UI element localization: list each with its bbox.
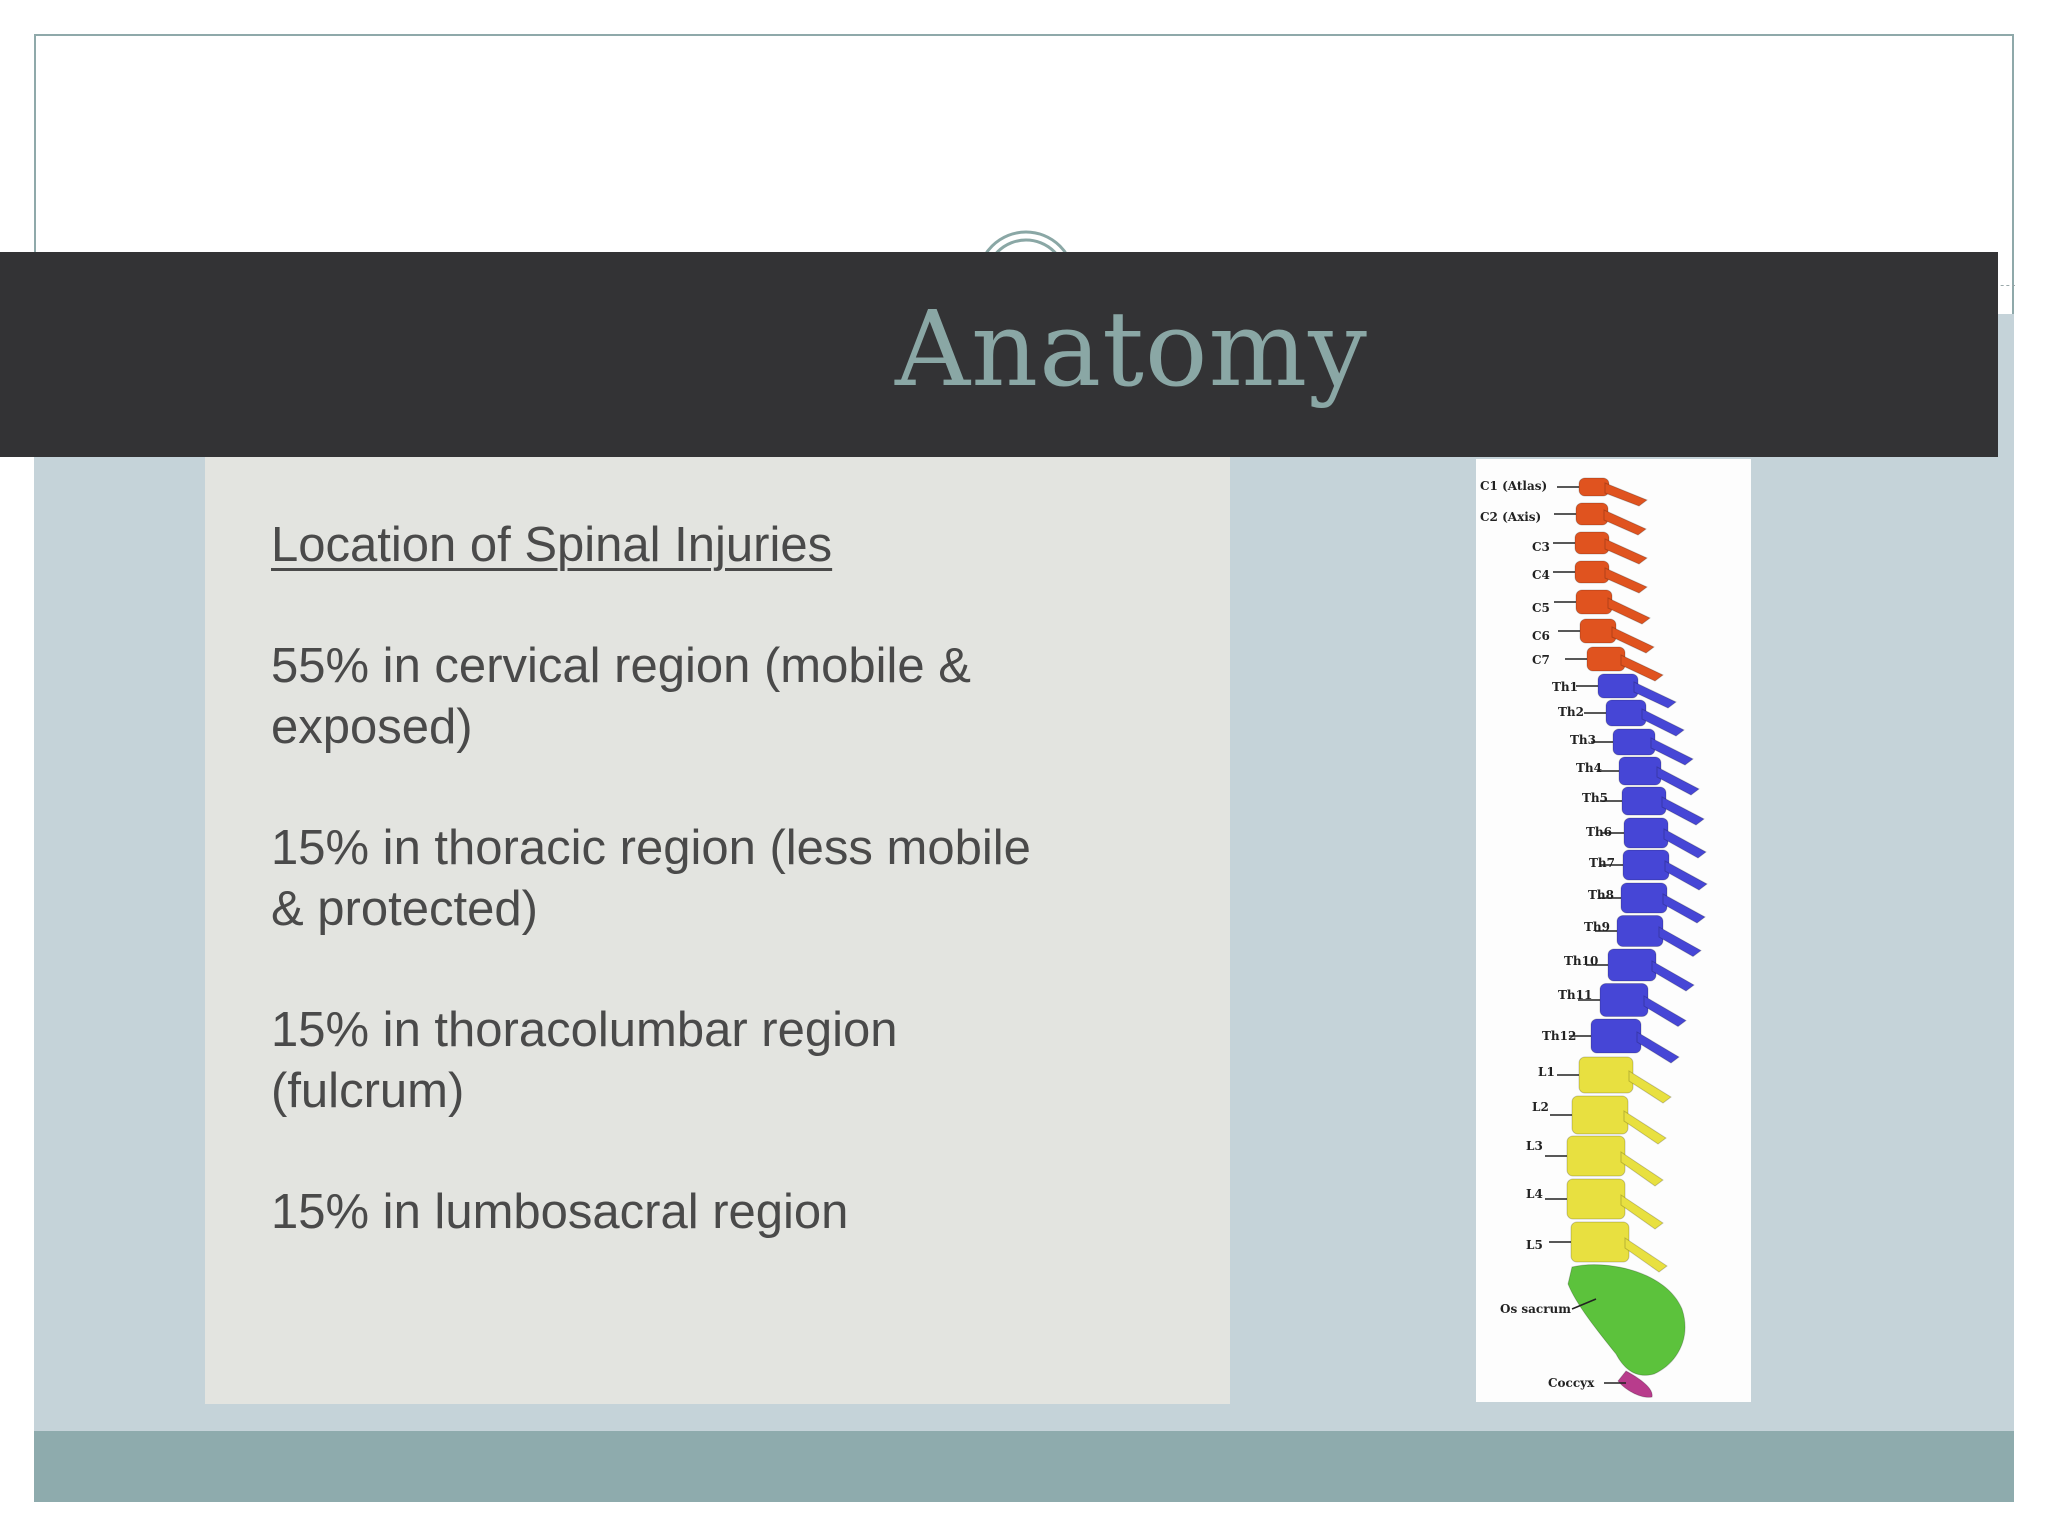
label-th3: Th3 [1570,733,1596,747]
vertebra-body [1579,618,1617,644]
spine-diagram: C1 (Atlas) C2 (Axis) C3 C4 C5 C6 C7 Th1 … [1476,459,1751,1402]
spinous-process [1641,708,1685,737]
spinous-process [1633,681,1677,709]
vertebra-body [1570,1221,1630,1263]
label-c7: C7 [1532,653,1550,667]
label-l2: L2 [1532,1100,1549,1114]
spinous-process [1620,1194,1664,1230]
spinous-process [1650,737,1694,766]
list-item: 15% in thoracolumbar region (fulcrum) [271,1003,898,1118]
spinous-process [1604,567,1648,594]
label-c3: C3 [1532,540,1550,554]
label-l1: L1 [1538,1065,1555,1079]
spinous-process [1658,926,1702,958]
text-panel [205,457,1230,1404]
spinous-process [1656,766,1700,796]
vertebra-body [1571,1095,1629,1135]
vertebra-body [1575,502,1609,526]
label-c6: C6 [1532,629,1550,643]
vertebra-body [1621,786,1667,816]
label-th4: Th4 [1576,761,1602,775]
spinous-process [1661,796,1705,826]
vertebra-body [1618,756,1662,786]
body-text: Location of Spinal Injuries 55% in cervi… [271,515,1031,1303]
label-th12: Th12 [1542,1029,1576,1043]
label-th5: Th5 [1582,791,1608,805]
spinous-process [1651,960,1695,992]
spinous-process [1604,538,1648,565]
coccyx-shape [1617,1370,1653,1398]
label-c2: C2 (Axis) [1480,510,1541,524]
label-th1: Th1 [1552,680,1578,694]
label-c5: C5 [1532,601,1550,615]
vertebra-body [1622,849,1670,881]
spinous-process [1643,995,1687,1028]
label-th8: Th8 [1588,888,1614,902]
label-th2: Th2 [1558,705,1584,719]
spinous-process [1628,1070,1672,1104]
spinous-process [1664,860,1708,891]
vertebra-body [1620,882,1668,914]
vertebra-body [1566,1135,1626,1177]
section-heading: Location of Spinal Injuries [271,518,833,572]
vertebra-body [1578,1056,1634,1094]
spinous-process [1607,597,1651,625]
vertebra-body [1599,983,1649,1017]
vertebra-body [1586,646,1626,672]
sacrum-shape [1567,1264,1686,1376]
spinous-process [1636,1031,1680,1064]
vertebra-body [1574,560,1610,584]
vertebra-labels: C1 (Atlas) C2 (Axis) C3 C4 C5 C6 C7 Th1 … [1480,479,1615,1390]
label-c4: C4 [1532,568,1550,582]
spinous-process [1623,1110,1667,1145]
spinous-process [1603,509,1647,536]
label-th7: Th7 [1589,856,1615,870]
vertebra-body [1607,948,1657,982]
vertebra-body [1623,817,1669,849]
label-l3: L3 [1526,1139,1543,1153]
spinous-process [1662,893,1706,924]
spinous-process [1663,828,1707,859]
label-th9: Th9 [1584,920,1610,934]
label-l5: L5 [1526,1238,1543,1252]
list-item: 55% in cervical region (mobile & exposed… [271,639,971,754]
label-c1: C1 (Atlas) [1480,479,1547,493]
title-bar [0,252,1998,457]
label-th6: Th6 [1586,825,1612,839]
label-coccyx: Coccyx [1548,1376,1595,1390]
spinous-process [1611,626,1655,654]
label-th11: Th11 [1558,988,1592,1002]
label-l4: L4 [1526,1187,1543,1201]
vertebra-body [1597,673,1639,699]
vertebra-body [1574,531,1610,555]
list-item: 15% in lumbosacral region [271,1185,849,1239]
spinous-process [1604,482,1649,507]
label-sacrum: Os sacrum [1500,1302,1571,1316]
label-tick [1571,1298,1597,1310]
footer-band [34,1431,2014,1502]
spinous-process [1620,654,1664,682]
spinous-process [1620,1151,1664,1187]
label-th10: Th10 [1564,954,1598,968]
vertebra-body [1612,728,1656,756]
vertebra-body [1575,589,1613,615]
vertebra-body [1605,699,1647,727]
divider-dash [1995,285,2015,286]
vertebra-body [1616,915,1664,947]
spinous-process [1624,1237,1668,1273]
vertebra-body [1566,1178,1626,1220]
list-item: 15% in thoracic region (less mobile & pr… [271,821,1031,936]
vertebra-body [1590,1018,1642,1054]
spine-bones [1545,477,1708,1398]
slide-title: Anatomy [895,288,1368,410]
